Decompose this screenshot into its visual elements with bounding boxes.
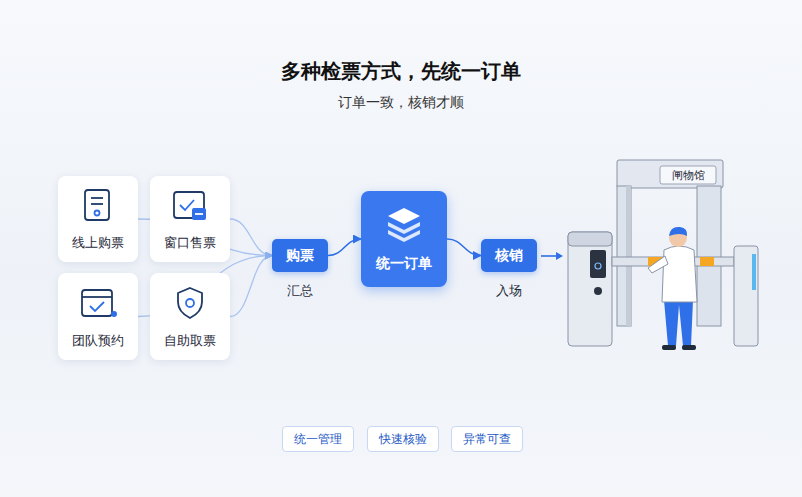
node-label: 快速核验 [379, 431, 427, 448]
doc-icon [85, 190, 109, 220]
flow-arrow [447, 239, 481, 256]
flow-arrow [230, 219, 272, 256]
node-label: 线上购票 [72, 234, 124, 252]
flow-arrow [230, 256, 272, 317]
node-label: 窗口售票 [164, 234, 216, 252]
channel-card: 团队预约 [58, 273, 138, 360]
step-sublabel: 汇总 [287, 282, 313, 300]
node-label: 团队预约 [72, 332, 124, 350]
diagram-title: 多种检票方式，先统一订单 [0, 58, 802, 85]
channel-card: 窗口售票 [150, 176, 230, 262]
process-box: 核销入场 [481, 239, 537, 272]
team-icon [82, 290, 117, 317]
core-box: 统一订单 [361, 191, 447, 287]
step-sublabel: 入场 [496, 282, 522, 300]
node-label: 核销 [495, 247, 523, 265]
shield-icon [178, 288, 202, 318]
node-label: 统一订单 [376, 255, 432, 273]
feature-tag: 快速核验 [367, 426, 439, 452]
sign-text: 闸物馆 [662, 168, 714, 183]
node-label: 异常可查 [463, 431, 511, 448]
entry-arrow [541, 252, 563, 260]
flow-arrow [328, 239, 361, 256]
channel-card: 线上购票 [58, 176, 138, 262]
diagram-caption: 订单一致，核销才顺 [0, 94, 802, 112]
feature-tag: 统一管理 [282, 426, 354, 452]
flow-arrow [138, 256, 272, 317]
node-label: 统一管理 [294, 431, 342, 448]
node-label: 购票 [286, 247, 314, 265]
node-label: 自助取票 [164, 332, 216, 350]
flow-arrow [138, 219, 272, 256]
window-icon [174, 192, 206, 220]
process-box: 购票汇总 [272, 239, 328, 272]
feature-tag: 异常可查 [451, 426, 523, 452]
layers-icon [388, 208, 420, 242]
channel-card: 自助取票 [150, 273, 230, 360]
gate-illustration [568, 160, 758, 350]
